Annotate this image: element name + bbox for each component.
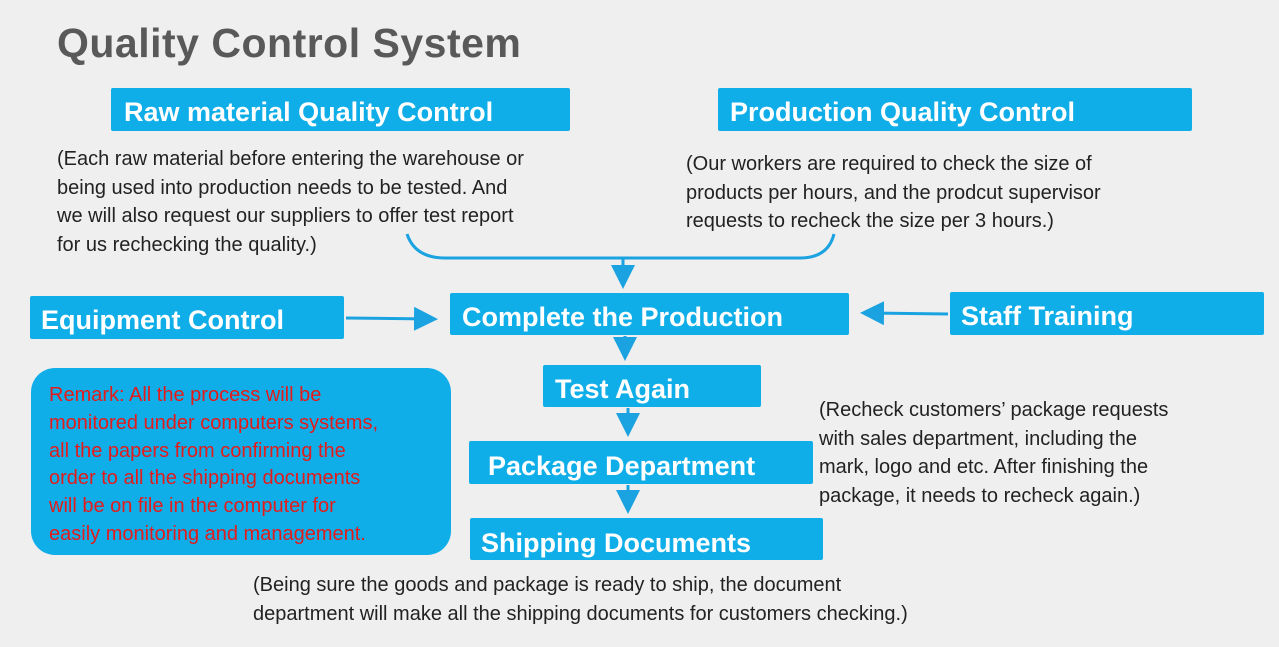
production-qc-label: Production Quality Control	[730, 97, 1075, 127]
test-again-box: Test Again	[543, 365, 761, 407]
remark-line: all the papers from confirming the	[49, 439, 346, 462]
remark-line: Remark: All the process will be	[49, 384, 322, 406]
raw-material-qc-label: Raw material Quality Control	[124, 97, 494, 127]
description-line: with sales department, including the	[819, 427, 1137, 450]
complete-production-label: Complete the Production	[462, 302, 784, 332]
remark-box: Remark: All the process will be monitore…	[31, 368, 451, 555]
equipment-control-box: Equipment Control	[30, 296, 344, 339]
shipping-documents-label: Shipping Documents	[481, 528, 751, 558]
package-department-box: Package Department	[469, 441, 813, 484]
shipping-description: (Being sure the goods and package is rea…	[253, 571, 908, 628]
staff-training-box: Staff Training	[950, 292, 1264, 335]
description-line: mark, logo and etc. After finishing the	[819, 456, 1149, 478]
description-line: (Being sure the goods and package is rea…	[253, 574, 842, 596]
merge-brace	[405, 233, 836, 260]
description-line: for us rechecking the quality.)	[57, 233, 317, 256]
description-line: requests to recheck the size per 3 hours…	[686, 210, 1054, 232]
description-line: being used into production needs to be t…	[57, 176, 508, 199]
remark-line: easily monitoring and management.	[49, 522, 366, 545]
shipping-documents-box: Shipping Documents	[470, 518, 823, 560]
description-line: (Each raw material before entering the w…	[57, 148, 524, 170]
equipment-control-label: Equipment Control	[41, 305, 284, 335]
arrow-staff-to-complete	[860, 301, 949, 326]
package-description: (Recheck customers’ package requests wit…	[819, 396, 1168, 510]
arrow-equipment-to-complete	[345, 306, 438, 331]
remark-line: order to all the shipping documents	[49, 467, 361, 490]
raw-material-description: (Each raw material before entering the w…	[57, 145, 524, 259]
raw-material-qc-box: Raw material Quality Control	[111, 88, 570, 131]
production-description: (Our workers are required to check the s…	[686, 150, 1101, 236]
complete-production-box: Complete the Production	[450, 293, 849, 335]
remark-text: Remark: All the process will be monitore…	[49, 382, 451, 549]
description-line: (Our workers are required to check the s…	[686, 153, 1092, 175]
description-line: package, it needs to recheck again.)	[819, 484, 1141, 507]
production-qc-box: Production Quality Control	[718, 88, 1192, 131]
page-title: Quality Control System	[57, 20, 522, 66]
description-line: department will make all the shipping do…	[253, 602, 908, 625]
package-department-label: Package Department	[488, 451, 756, 481]
remark-line: will be on file in the computer for	[49, 495, 336, 518]
test-again-label: Test Again	[555, 374, 691, 404]
description-line: products per hours, and the prodcut supe…	[686, 181, 1101, 204]
staff-training-label: Staff Training	[961, 301, 1134, 331]
description-line: we will also request our suppliers to of…	[57, 205, 514, 227]
description-line: (Recheck customers’ package requests	[819, 399, 1169, 421]
remark-line: monitored under computers systems,	[49, 411, 379, 434]
